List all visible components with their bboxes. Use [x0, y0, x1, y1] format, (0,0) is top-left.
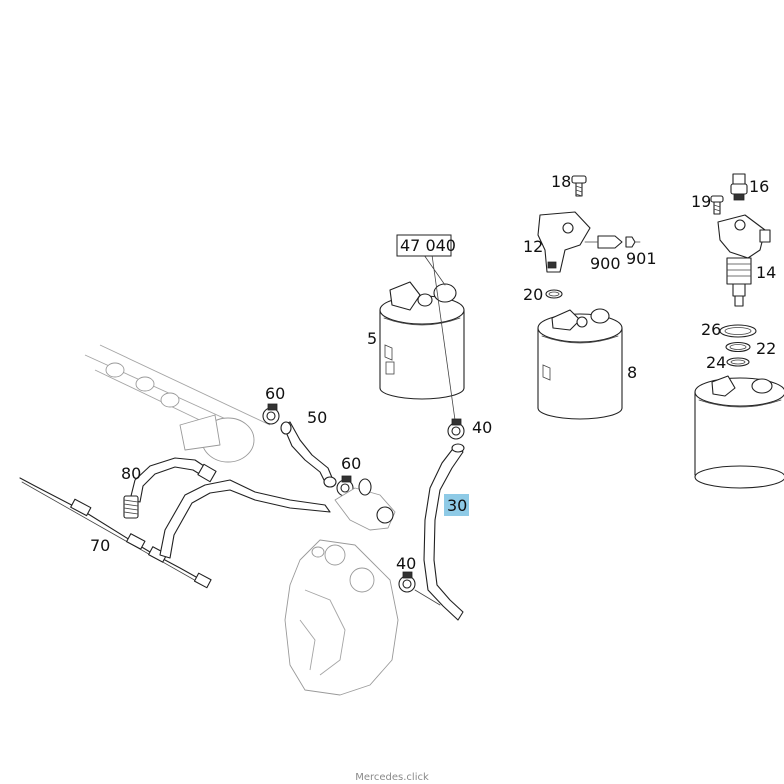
part-40-clamp-upper[interactable]: [447, 418, 465, 440]
part-14-housing[interactable]: [717, 214, 771, 307]
callout-5[interactable]: 5: [367, 329, 377, 348]
part-19-screw[interactable]: [710, 195, 724, 215]
callout-16[interactable]: 16: [749, 177, 769, 196]
fuel-rail-context: [84, 344, 271, 463]
leader-47040: [423, 254, 456, 421]
callout-30[interactable]: 30: [447, 496, 467, 515]
callout-60-lower[interactable]: 60: [341, 454, 361, 473]
part-5-fuel-filter[interactable]: [379, 281, 465, 400]
part-24-seal[interactable]: [726, 357, 750, 367]
part-40-clamp-lower[interactable]: [398, 571, 441, 606]
callout-12[interactable]: 12: [523, 237, 543, 256]
callout-80[interactable]: 80: [121, 464, 141, 483]
callout-26[interactable]: 26: [701, 320, 721, 339]
callout-22[interactable]: 22: [756, 339, 776, 358]
callout-box-47040: [396, 234, 452, 257]
callout-18[interactable]: 18: [551, 172, 571, 191]
part-8-fuel-filter[interactable]: [537, 308, 623, 420]
part-60-clamp-upper[interactable]: [262, 403, 280, 425]
callout-14[interactable]: 14: [756, 263, 776, 282]
part-12-bracket[interactable]: [537, 211, 591, 273]
callout-19[interactable]: 19: [691, 192, 711, 211]
callout-24[interactable]: 24: [706, 353, 726, 372]
callout-47040[interactable]: 47 040: [400, 236, 456, 255]
part-18-screw[interactable]: [571, 175, 587, 197]
callout-901[interactable]: 901: [626, 249, 657, 268]
part-900-connector[interactable]: [584, 235, 623, 249]
part-16-valve[interactable]: [730, 173, 748, 201]
part-70-leak-line[interactable]: [19, 477, 331, 589]
part-50-hose[interactable]: [280, 421, 337, 488]
part-22-seal[interactable]: [725, 341, 751, 353]
highlight-30: [444, 494, 469, 516]
callout-20[interactable]: 20: [523, 285, 543, 304]
part-26-seal[interactable]: [719, 324, 757, 338]
callout-70[interactable]: 70: [90, 536, 110, 555]
fitting-context: [334, 478, 396, 531]
callout-60-upper[interactable]: 60: [265, 384, 285, 403]
part-20-o-ring[interactable]: [545, 289, 563, 299]
fuel-filter-right: [694, 375, 784, 489]
part-30-fuel-hose[interactable]: [423, 443, 465, 621]
part-80-return-hose[interactable]: [123, 457, 217, 519]
callout-40-upper[interactable]: 40: [472, 418, 492, 437]
watermark: Mercedes.click: [355, 772, 429, 783]
part-901-pin[interactable]: [625, 236, 641, 248]
callout-8[interactable]: 8: [627, 363, 637, 382]
callout-50[interactable]: 50: [307, 408, 327, 427]
callout-40-lower[interactable]: 40: [396, 554, 416, 573]
callout-900[interactable]: 900: [590, 254, 621, 273]
high-pressure-pump-context: [284, 539, 399, 696]
